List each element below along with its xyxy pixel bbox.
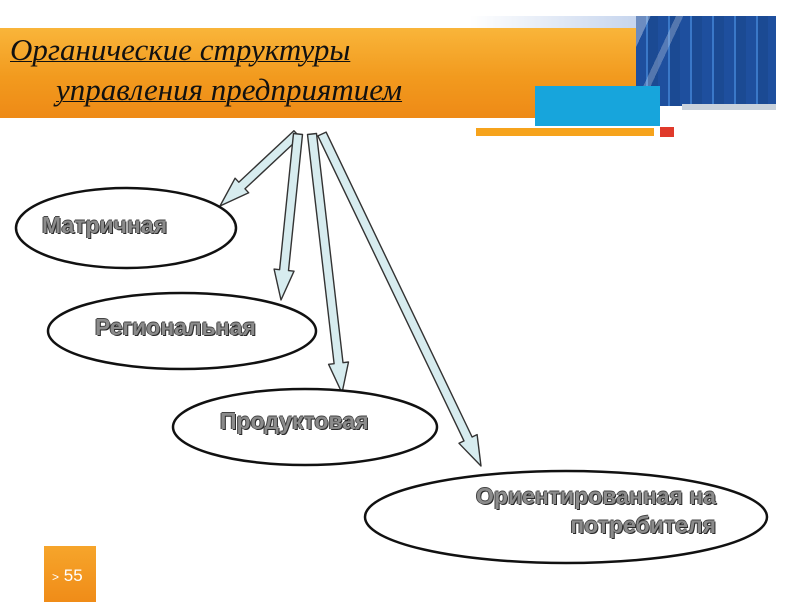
decor-red-square [660, 127, 674, 137]
node-product-ellipse [171, 387, 439, 467]
node-matrix-ellipse [14, 186, 238, 270]
node-product-label: Продуктовая [220, 408, 369, 434]
node-regional-ellipse [46, 291, 318, 371]
node-customer-label-line-2: потребителя [570, 512, 716, 538]
node-matrix-label: Матричная [42, 212, 168, 238]
decor-orange-strip [476, 128, 654, 136]
header-photo-fade [470, 16, 640, 28]
node-regional-label: Региональная [95, 314, 256, 340]
arrow-to-matrix [219, 129, 301, 207]
node-customer-ellipse [363, 469, 769, 565]
header-band [0, 28, 638, 118]
decor-gray-strip [682, 104, 776, 110]
arrow-to-customer [317, 131, 482, 467]
page-number-badge: > 55 [44, 546, 96, 602]
slide-title: Органические структуры управления предпр… [8, 30, 628, 110]
page-number: > 55 [52, 566, 83, 585]
node-customer-label: Ориентированная на потребителя [458, 482, 716, 540]
arrow-to-product [306, 132, 350, 394]
title-line-1: Органические структуры [10, 32, 351, 67]
title-line-2: управления предприятием [56, 72, 403, 107]
arrow-to-regional [273, 132, 304, 301]
node-customer-label-line-1: Ориентированная на [476, 483, 716, 509]
decor-blue-block [535, 86, 660, 126]
